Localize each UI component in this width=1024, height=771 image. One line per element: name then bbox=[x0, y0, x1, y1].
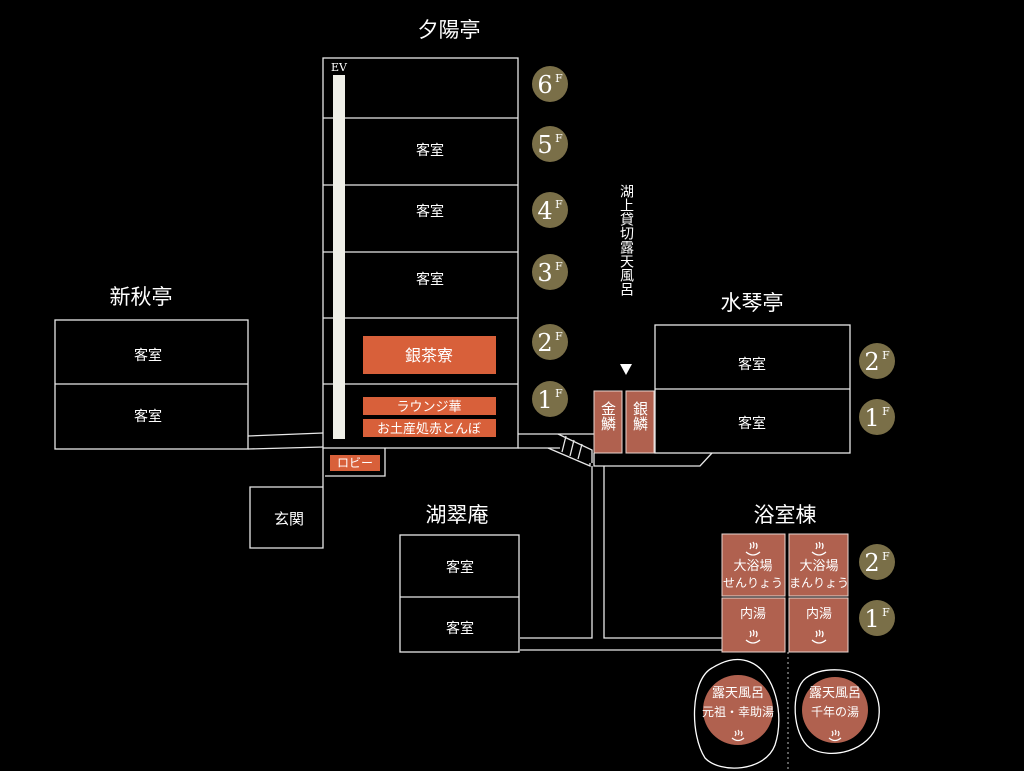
svg-text:露天風呂: 露天風呂 bbox=[712, 686, 764, 701]
ginsaryo[interactable]: 銀茶寮 bbox=[363, 336, 496, 374]
rotenburo-ganso[interactable]: 露天風呂 元祖・幸助湯 bbox=[693, 658, 780, 769]
svg-text:F: F bbox=[555, 198, 563, 211]
svg-text:4: 4 bbox=[537, 197, 552, 225]
suikintei-2f-room[interactable]: 客室 bbox=[738, 356, 766, 373]
suikintei-title: 水琴亭 bbox=[721, 291, 784, 315]
yokushitsutou-title: 浴室棟 bbox=[754, 503, 817, 527]
lounge-hana[interactable]: ラウンジ華 bbox=[363, 397, 496, 415]
hot-spring-icon bbox=[828, 729, 842, 742]
uchiyu-right[interactable]: 内湯 bbox=[788, 597, 849, 653]
yuhitei-building: EV bbox=[322, 57, 519, 449]
svg-text:ロビー: ロビー bbox=[337, 456, 373, 470]
svg-text:6: 6 bbox=[537, 71, 552, 99]
svg-text:F: F bbox=[555, 72, 563, 85]
floor-badge-6f[interactable]: 6 F bbox=[532, 66, 568, 102]
floor-badge-5f[interactable]: 5 F bbox=[532, 126, 568, 162]
floor-badge-bath-2f[interactable]: 2 F bbox=[859, 544, 895, 580]
shinshutei-1f-room[interactable]: 客室 bbox=[134, 408, 162, 425]
floor-badge-2f[interactable]: 2 F bbox=[532, 324, 568, 360]
svg-text:せんりょう: せんりょう bbox=[723, 576, 783, 590]
hot-spring-icon bbox=[731, 729, 745, 742]
svg-text:露天風呂: 露天風呂 bbox=[809, 686, 861, 701]
svg-text:まんりょう: まんりょう bbox=[789, 576, 849, 590]
entrance-label[interactable]: 玄関 bbox=[274, 510, 304, 528]
yuhitei-3f-room[interactable]: 客室 bbox=[416, 271, 444, 288]
floor-badge-3f[interactable]: 3 F bbox=[532, 254, 568, 290]
daiyokujo-manryo[interactable]: 大浴場 まんりょう bbox=[788, 533, 849, 597]
svg-text:F: F bbox=[555, 330, 563, 343]
floor-badge-suikintei-2f[interactable]: 2 F bbox=[859, 343, 895, 379]
hot-spring-icon bbox=[811, 541, 827, 556]
svg-text:ラウンジ華: ラウンジ華 bbox=[396, 400, 461, 415]
svg-text:F: F bbox=[882, 550, 890, 563]
svg-text:金鱗: 金鱗 bbox=[599, 401, 617, 431]
arrow-down-icon bbox=[620, 364, 632, 375]
yuhitei-title: 夕陽亭 bbox=[418, 18, 481, 42]
hot-spring-icon bbox=[745, 541, 761, 556]
hot-spring-icon bbox=[745, 629, 761, 644]
uchiyu-left[interactable]: 内湯 bbox=[721, 597, 786, 653]
svg-text:F: F bbox=[882, 606, 890, 619]
suikintei-building bbox=[654, 324, 851, 454]
svg-text:2: 2 bbox=[864, 348, 879, 376]
svg-text:F: F bbox=[555, 260, 563, 273]
svg-text:1: 1 bbox=[864, 404, 879, 432]
floor-badge-suikintei-1f[interactable]: 1 F bbox=[859, 399, 895, 435]
svg-text:3: 3 bbox=[537, 259, 552, 287]
suikintei-1f-room[interactable]: 客室 bbox=[738, 415, 766, 432]
svg-text:2: 2 bbox=[537, 329, 552, 357]
svg-text:千年の湯: 千年の湯 bbox=[811, 705, 859, 719]
shop-akatonbo[interactable]: お土産処赤とんぼ bbox=[363, 419, 496, 437]
svg-text:銀鱗: 銀鱗 bbox=[631, 401, 649, 431]
kosuian-2f-room[interactable]: 客室 bbox=[446, 559, 474, 576]
ev-label: EV bbox=[331, 61, 348, 74]
kosuian-building bbox=[399, 534, 520, 653]
corridor-west bbox=[247, 432, 324, 450]
corridor-south bbox=[520, 452, 722, 651]
hot-spring-icon bbox=[811, 629, 827, 644]
svg-text:5: 5 bbox=[537, 131, 552, 159]
shinshutei-title: 新秋亭 bbox=[110, 285, 173, 309]
svg-text:大浴場: 大浴場 bbox=[799, 559, 838, 574]
svg-text:銀茶寮: 銀茶寮 bbox=[405, 346, 453, 365]
yuhitei-4f-room[interactable]: 客室 bbox=[416, 203, 444, 220]
rotenburo-sennen[interactable]: 露天風呂 千年の湯 bbox=[794, 669, 880, 754]
svg-text:F: F bbox=[882, 405, 890, 418]
svg-text:F: F bbox=[882, 349, 890, 362]
floor-badge-4f[interactable]: 4 F bbox=[532, 192, 568, 228]
svg-text:湖上貸切露天風呂: 湖上貸切露天風呂 bbox=[618, 184, 634, 296]
svg-text:内湯: 内湯 bbox=[740, 606, 766, 622]
svg-text:2: 2 bbox=[864, 549, 879, 577]
svg-text:元祖・幸助湯: 元祖・幸助湯 bbox=[702, 704, 774, 719]
svg-text:F: F bbox=[555, 132, 563, 145]
svg-text:1: 1 bbox=[864, 605, 879, 633]
entrance-area bbox=[249, 448, 386, 549]
svg-text:F: F bbox=[555, 387, 563, 400]
private-outdoor-bath-label[interactable]: 湖上貸切露天風呂 bbox=[618, 184, 634, 296]
floor-badge-bath-1f[interactable]: 1 F bbox=[859, 600, 895, 636]
svg-text:内湯: 内湯 bbox=[806, 606, 832, 622]
kosuian-1f-room[interactable]: 客室 bbox=[446, 620, 474, 637]
floor-badge-1f[interactable]: 1 F bbox=[532, 381, 568, 417]
svg-text:1: 1 bbox=[537, 386, 552, 414]
shinshutei-2f-room[interactable]: 客室 bbox=[134, 347, 162, 364]
lobby[interactable]: ロビー bbox=[330, 455, 380, 471]
shinshutei-building bbox=[54, 319, 249, 450]
svg-text:大浴場: 大浴場 bbox=[733, 559, 772, 574]
corridor-east bbox=[518, 433, 594, 467]
kinrin-bath[interactable]: 金鱗 bbox=[593, 390, 623, 454]
yuhitei-5f-room[interactable]: 客室 bbox=[416, 142, 444, 159]
svg-text:お土産処赤とんぼ: お土産処赤とんぼ bbox=[377, 421, 481, 437]
kosuian-title: 湖翠庵 bbox=[426, 503, 489, 527]
ginrin-bath[interactable]: 銀鱗 bbox=[625, 390, 655, 454]
elevator-shaft bbox=[333, 75, 345, 439]
